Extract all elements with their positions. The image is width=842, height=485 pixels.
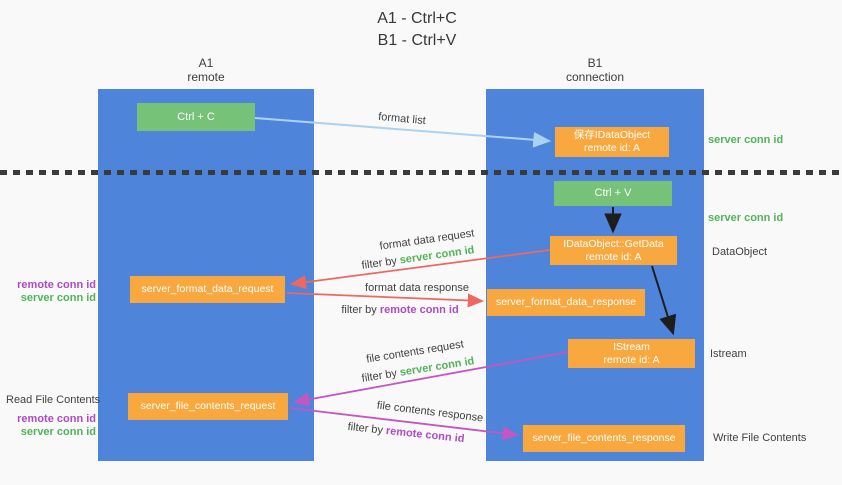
title-line-2: B1 - Ctrl+V xyxy=(377,32,457,49)
format-data-request-arrow xyxy=(289,249,551,290)
file-contents-request-arrow xyxy=(293,351,569,407)
server-conn-id-label-top: server conn id xyxy=(708,134,784,146)
server-file-contents-request-label: server_file_contents_request xyxy=(140,400,276,412)
server-file-contents-request-box: server_file_contents_request xyxy=(128,393,288,420)
remote-conn-id-text: remote conn id xyxy=(379,304,459,316)
lane-b-role: connection xyxy=(565,70,625,84)
read-file-contents-label: Read File Contents xyxy=(6,394,101,406)
save-idataobject-line1: 保存IDataObject xyxy=(573,129,651,141)
server-file-contents-response-label: server_file_contents_response xyxy=(532,432,676,444)
dotted-separator-line xyxy=(0,170,842,175)
getdata-to-istream-arrow xyxy=(651,265,677,336)
server-conn-id-label: server conn id xyxy=(20,292,96,304)
lane-b-name: B1 xyxy=(587,56,603,70)
istream-line2: remote id: A xyxy=(603,353,660,366)
remote-conn-id-label: remote conn id xyxy=(17,413,96,425)
save-idataobject-box: 保存IDataObject remote id: A xyxy=(555,127,669,157)
diagram-title: A1 - Ctrl+C B1 - Ctrl+V xyxy=(377,8,457,52)
lane-a-name: A1 xyxy=(198,56,214,70)
format-list-arrow xyxy=(254,117,552,148)
istream-line1: IStream xyxy=(613,340,650,353)
ctrl-c-label: Ctrl + C xyxy=(177,110,215,123)
lane-b-header: B1 connection xyxy=(566,56,624,84)
getdata-line2: remote id: A xyxy=(585,250,642,263)
server-file-contents-response-box: server_file_contents_response xyxy=(523,425,685,452)
istream-side-label: Istream xyxy=(710,348,747,360)
server-format-data-response-box: server_format_data_response xyxy=(487,289,645,316)
dataobject-label: DataObject xyxy=(712,246,768,258)
remote-conn-id-label: remote conn id xyxy=(17,279,96,291)
lane-a-role: remote xyxy=(187,70,225,84)
istream-box: IStream remote id: A xyxy=(568,339,695,368)
format-data-response-filter-label: filter by remote conn id xyxy=(341,304,458,316)
server-format-data-response-label: server_format_data_response xyxy=(495,296,637,308)
getdata-line1: IDataObject::GetData xyxy=(563,237,664,250)
server-format-data-request-box: server_format_data_request xyxy=(130,276,285,303)
file-contents-response-arrow xyxy=(289,407,520,441)
ctrl-v-label: Ctrl + V xyxy=(594,187,632,199)
server-conn-id-label: server conn id xyxy=(20,426,96,438)
format-data-response-label: format data response xyxy=(365,282,469,294)
ctrl-v-box: Ctrl + V xyxy=(554,181,672,206)
title-line-1: A1 - Ctrl+C xyxy=(377,10,457,27)
left-conn-ids-bottom: remote conn id server conn id xyxy=(8,413,96,439)
format-data-response-arrow xyxy=(286,292,485,308)
server-format-data-request-label: server_format_data_request xyxy=(141,283,274,295)
ctrl-c-box: Ctrl + C xyxy=(137,103,255,131)
filter-by-text: filter by xyxy=(341,304,380,316)
save-idataobject-line2: remote id: A xyxy=(583,142,641,154)
lane-a-header: A1 remote xyxy=(187,56,224,84)
server-conn-id-label-mid: server conn id xyxy=(708,212,784,224)
write-file-contents-label: Write File Contents xyxy=(713,432,807,444)
idataobject-getdata-box: IDataObject::GetData remote id: A xyxy=(550,236,677,265)
left-conn-ids-top: remote conn id server conn id xyxy=(8,279,96,305)
